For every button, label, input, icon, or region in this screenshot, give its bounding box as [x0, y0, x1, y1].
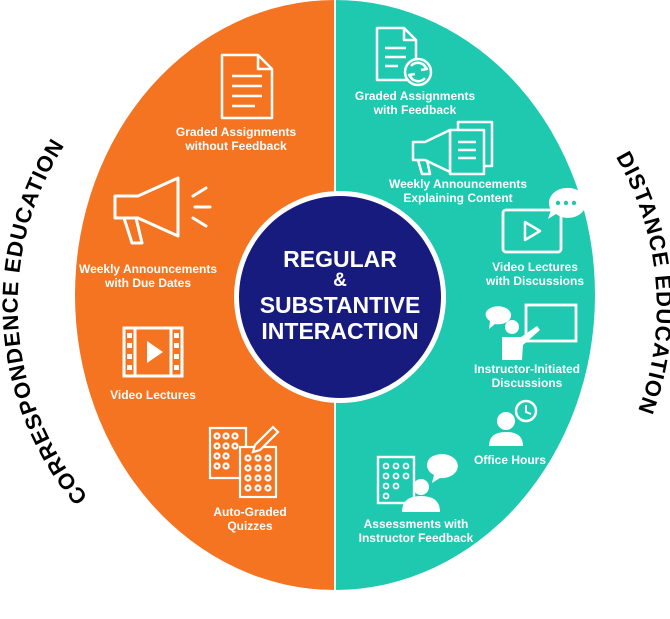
megaphone-document-icon: [411, 120, 494, 176]
center-line-4: INTERACTION: [261, 318, 419, 344]
document-refresh-icon: [375, 26, 433, 87]
center-line-2: &: [333, 270, 347, 291]
megaphone-icon: [113, 176, 212, 245]
assessment-feedback-icon: [376, 454, 458, 512]
correspondence-half: [75, 0, 335, 590]
quiz-sheet-icon: [208, 425, 280, 499]
center-line-1: REGULAR: [283, 246, 397, 272]
document-icon: [220, 53, 274, 120]
center-line-3: SUBSTANTIVE: [259, 292, 421, 318]
svg-text:DISTANCE EDUCATION: DISTANCE EDUCATION: [611, 147, 670, 418]
distance-label: DISTANCE EDUCATION: [611, 147, 670, 418]
right-item-5-label: Office Hours: [473, 453, 546, 467]
person-clock-icon: [489, 399, 538, 446]
distance-half: [335, 0, 595, 590]
film-icon: [122, 326, 184, 378]
left-item-3-label: Video Lectures: [110, 388, 196, 402]
center-circle: [239, 196, 441, 398]
instructor-board-icon: [485, 303, 578, 360]
video-chat-icon: [501, 187, 587, 254]
